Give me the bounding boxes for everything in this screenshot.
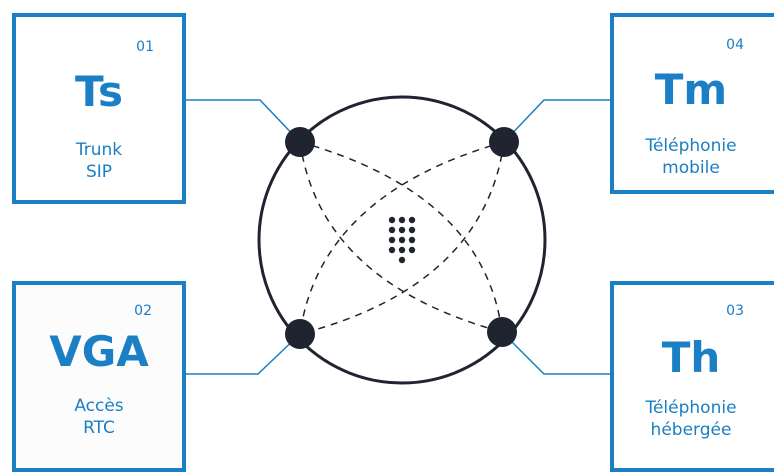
card-label-line2: RTC bbox=[83, 418, 115, 438]
connector-line-ts bbox=[186, 99, 301, 143]
card-label-line2: SIP bbox=[85, 162, 113, 182]
card-telephonie-mobile: 04 Tm Téléphonie mobile bbox=[610, 13, 774, 194]
card-symbol: VGA bbox=[49, 327, 149, 376]
card-label-line1: Trunk bbox=[75, 140, 123, 160]
card-label-line1: Téléphonie bbox=[645, 136, 737, 156]
card-telephonie-hebergee: 03 Th Téléphonie hébergée bbox=[610, 281, 774, 472]
node-ts bbox=[285, 127, 315, 157]
card-number: 02 bbox=[134, 303, 152, 319]
card-symbol: Th bbox=[661, 333, 721, 382]
connector-line-vga bbox=[186, 333, 301, 375]
card-label-line1: Accès bbox=[74, 396, 124, 416]
card-label: Trunk SIP bbox=[16, 139, 182, 183]
dashed-link-ts-th-alt bbox=[299, 141, 503, 333]
card-symbol: Tm bbox=[654, 65, 728, 114]
dashed-link-tm-vga bbox=[299, 141, 505, 335]
card-number: 03 bbox=[726, 303, 744, 319]
node-tm bbox=[489, 127, 519, 157]
network-diagram bbox=[186, 95, 610, 385]
card-label-line2: hébergée bbox=[650, 420, 732, 440]
card-label: Téléphonie mobile bbox=[608, 135, 774, 179]
node-vga bbox=[285, 319, 315, 349]
card-acces-rtc: 02 VGA Accès RTC bbox=[12, 281, 186, 472]
dashed-links bbox=[299, 141, 505, 335]
node-th bbox=[487, 317, 517, 347]
card-trunk-sip: 01 Ts Trunk SIP bbox=[12, 13, 186, 204]
connector-line-th bbox=[501, 331, 610, 375]
card-label-line2: mobile bbox=[662, 158, 720, 178]
card-number: 01 bbox=[136, 39, 154, 55]
connector-line-tm bbox=[503, 99, 610, 143]
dashed-link-ts-th bbox=[299, 141, 503, 333]
card-label-line1: Téléphonie bbox=[645, 398, 737, 418]
card-symbol: Ts bbox=[74, 67, 124, 116]
card-label: Accès RTC bbox=[16, 395, 182, 439]
dashed-link-tm-vga-alt bbox=[299, 141, 505, 335]
card-number: 04 bbox=[726, 37, 744, 53]
keypad-icon bbox=[388, 216, 416, 264]
card-label: Téléphonie hébergée bbox=[608, 397, 774, 441]
